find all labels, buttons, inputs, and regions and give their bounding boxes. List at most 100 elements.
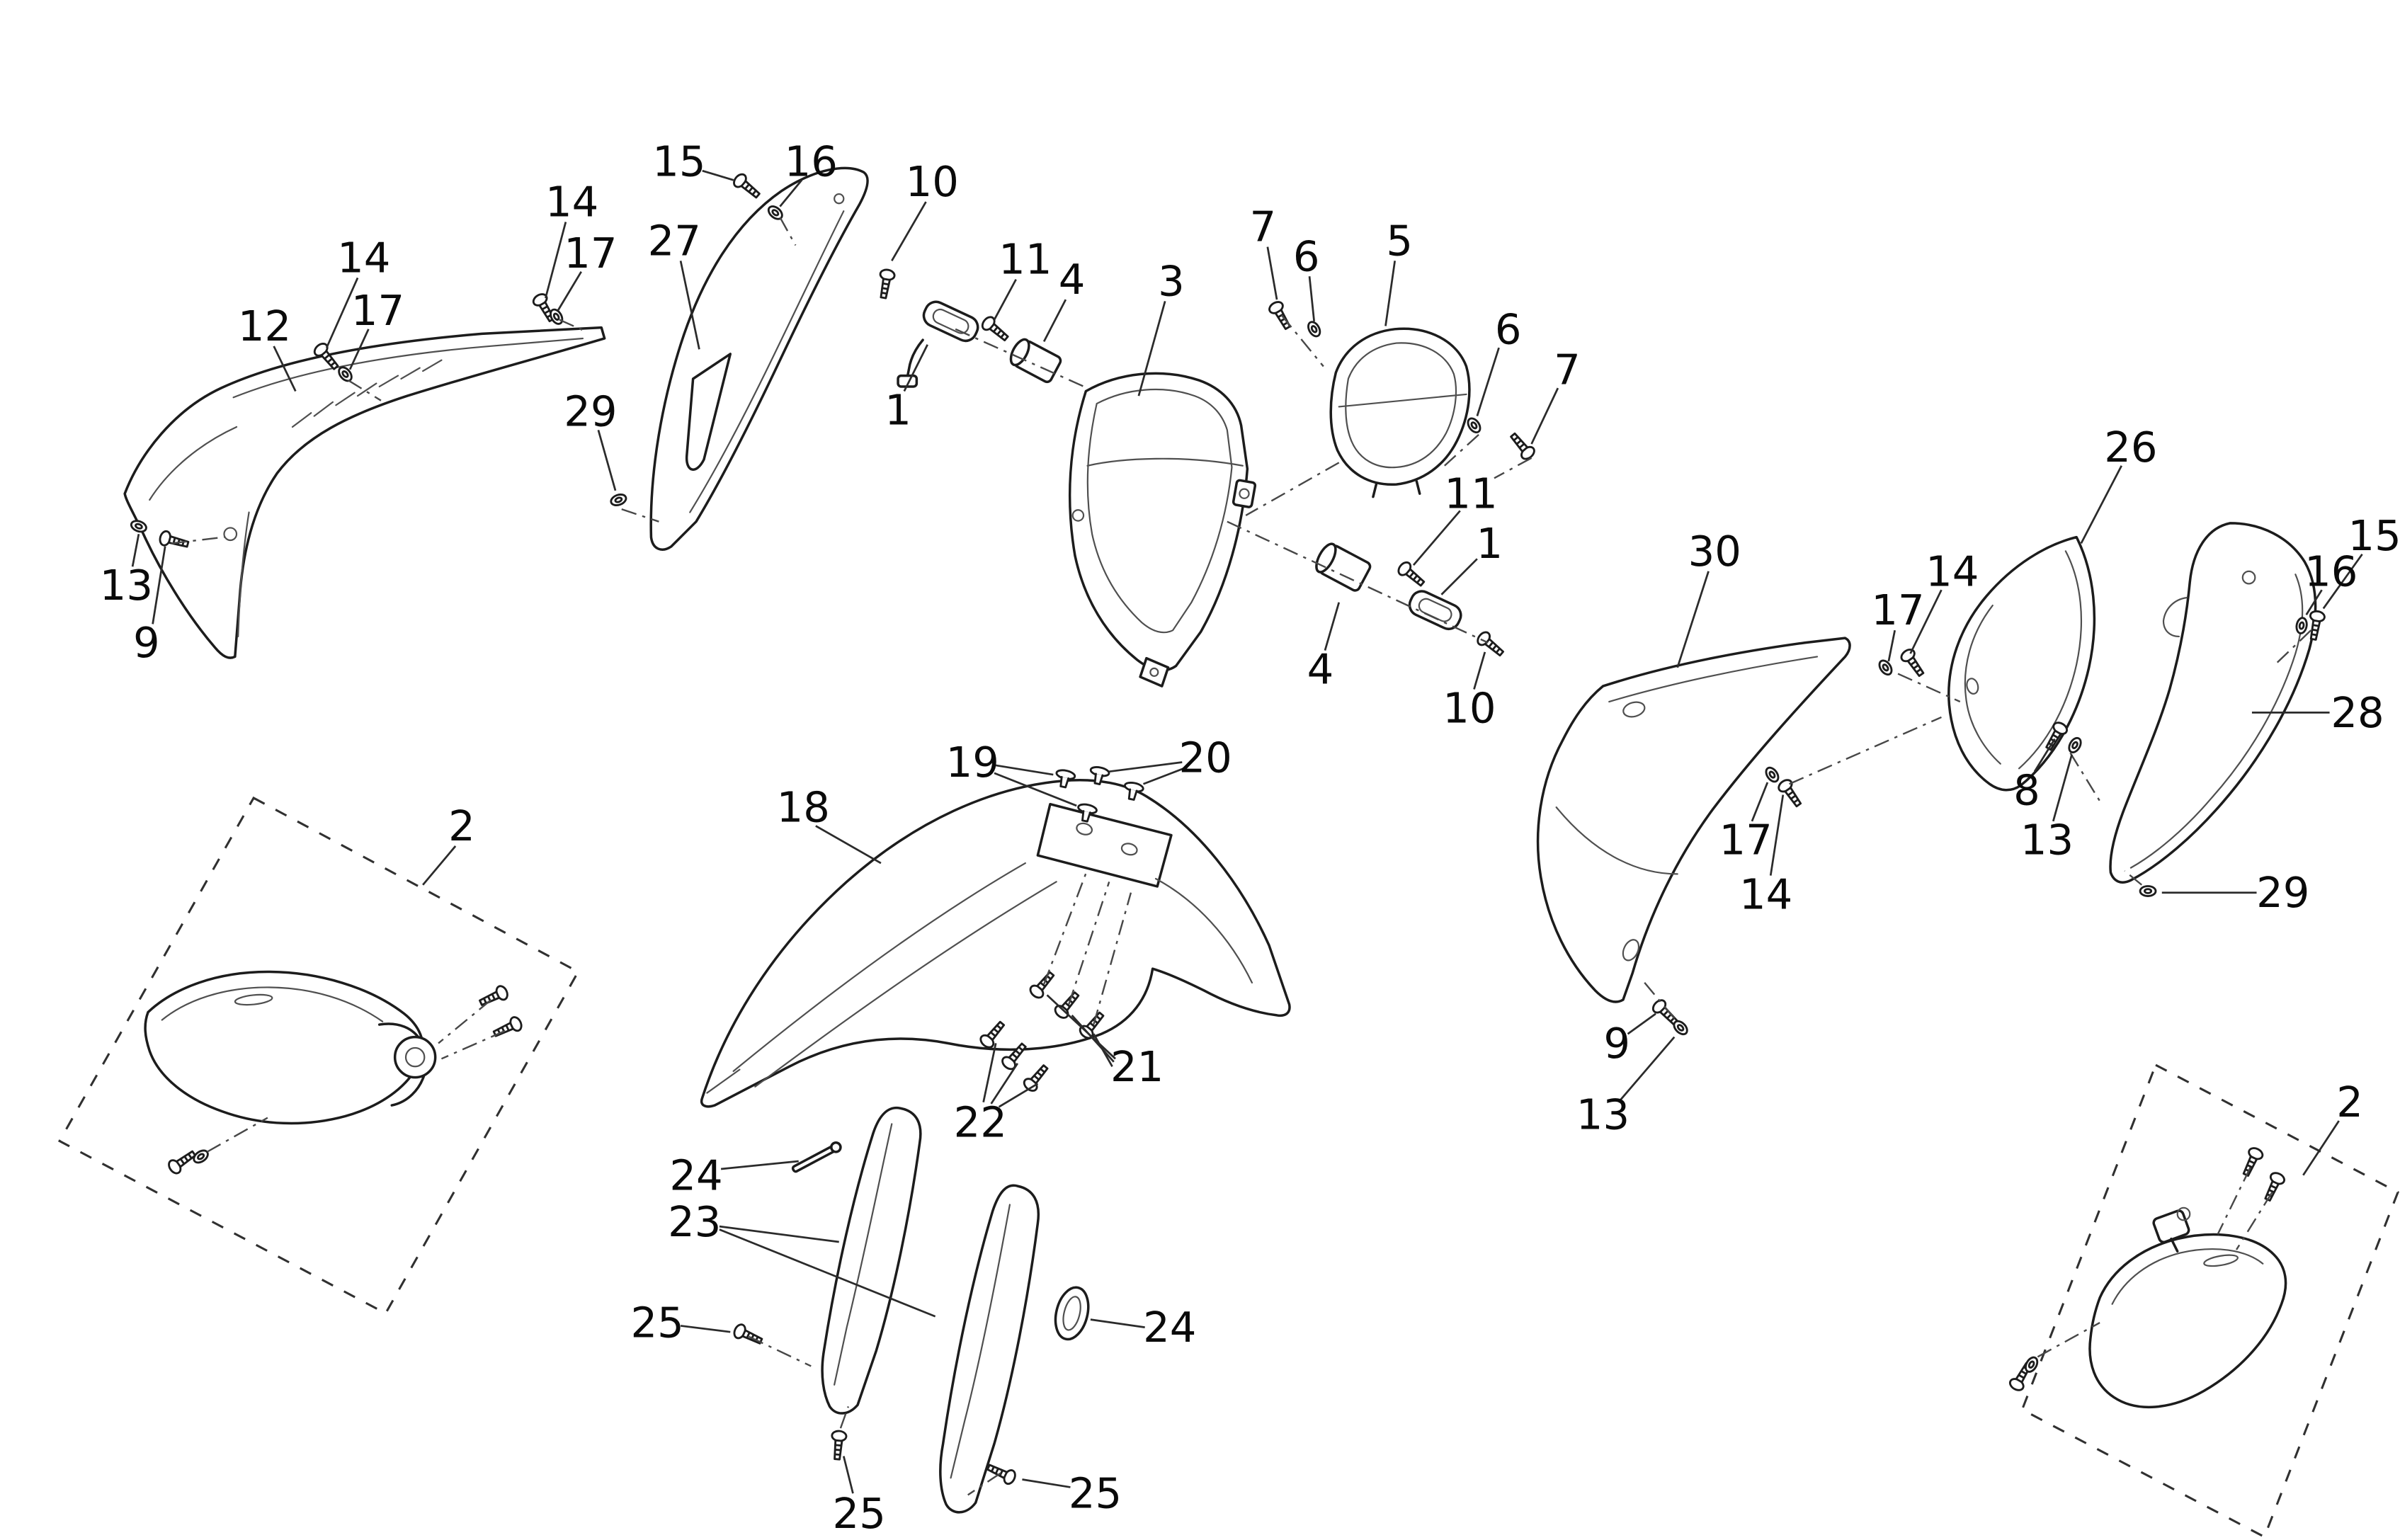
callout-label-3: 3 <box>1158 256 1185 305</box>
callout-leader-line <box>422 845 457 886</box>
washer-icon <box>2139 885 2157 897</box>
callout-leader-line <box>1473 651 1486 690</box>
callout-leader-line <box>1412 510 1461 566</box>
callout-leader-line <box>152 546 166 624</box>
callout-label-14: 14 <box>1739 869 1792 918</box>
part-side-panel-26 <box>1876 535 2101 802</box>
screw-icon <box>490 1014 525 1042</box>
spacer-cylinder <box>1009 338 1062 384</box>
screw-icon <box>2260 1170 2287 1204</box>
callout-leader-line <box>1266 246 1278 300</box>
callout-leader-line <box>1769 794 1785 876</box>
callout-label-29: 29 <box>564 387 617 436</box>
callout-label-13: 13 <box>100 561 153 610</box>
screw-icon <box>1474 629 1508 661</box>
callout-leader-line <box>2033 738 2056 772</box>
callout-leader-line <box>2305 589 2323 615</box>
screw-icon <box>165 1146 199 1177</box>
callout-leader-line <box>597 429 617 491</box>
callout-label-15: 15 <box>2348 511 2400 560</box>
handguard-kit-box <box>2020 1063 2399 1539</box>
callout-leader-line <box>348 329 370 370</box>
callout-leader-line <box>815 825 882 865</box>
callout-label-14: 14 <box>1926 547 1979 595</box>
washer-icon <box>1465 415 1484 436</box>
callout-label-10: 10 <box>1443 683 1496 732</box>
callout-leader-line <box>993 279 1017 321</box>
callout-label-2: 2 <box>2336 1078 2363 1127</box>
callout-label-6: 6 <box>1293 232 1320 280</box>
callout-label-13: 13 <box>2020 816 2074 865</box>
callout-label-26: 26 <box>2104 423 2157 472</box>
callout-label-4: 4 <box>1307 644 1334 693</box>
callout-leader-line <box>1476 347 1500 417</box>
callout-label-4: 4 <box>1059 255 1086 304</box>
callout-leader-line <box>1887 629 1896 662</box>
callout-leader-line <box>131 533 140 567</box>
callout-leader-line <box>1042 299 1067 342</box>
callout-label-17: 17 <box>1871 586 1924 634</box>
callout-label-24: 24 <box>1143 1303 1196 1352</box>
callout-leader-line <box>719 1225 839 1243</box>
callout-label-15: 15 <box>652 137 705 186</box>
part-fork-guards <box>731 1106 1090 1514</box>
washer-icon <box>608 491 629 508</box>
callout-leader-line <box>1142 768 1184 785</box>
callout-label-28: 28 <box>2331 688 2384 737</box>
callout-label-12: 12 <box>238 302 291 350</box>
part-turn-signal-left <box>875 268 1088 389</box>
callout-leader-line <box>1308 276 1316 321</box>
callout-label-1: 1 <box>885 385 911 434</box>
fender-pin <box>791 1141 842 1173</box>
callout-leader-lines <box>131 169 2363 1494</box>
callout-label-13: 13 <box>1576 1090 1630 1139</box>
callout-label-27: 27 <box>648 216 701 265</box>
callout-leader-line <box>325 277 359 348</box>
callout-label-21: 21 <box>1110 1042 1164 1091</box>
spacer-cylinder <box>1315 542 1372 592</box>
washer-icon <box>1762 764 1782 785</box>
screw-icon <box>1020 1061 1052 1095</box>
callout-label-8: 8 <box>2013 766 2040 815</box>
callout-label-10: 10 <box>906 157 959 206</box>
washer-icon <box>547 306 566 327</box>
callout-leader-line <box>1530 387 1559 445</box>
shroud-vent-slots <box>291 359 443 428</box>
part-handguard-kit-left <box>57 796 580 1315</box>
callout-leader-line <box>702 169 734 181</box>
callout-label-14: 14 <box>545 178 598 227</box>
callout-label-18: 18 <box>777 783 830 832</box>
part-handguard-kit-right <box>2007 1063 2399 1539</box>
callout-label-30: 30 <box>1688 527 1741 576</box>
callout-leader-line <box>903 344 928 392</box>
part-radiator-shroud-left <box>123 290 606 659</box>
callout-leader-line <box>1627 1013 1656 1035</box>
callout-leader-line <box>842 1456 854 1494</box>
washer-icon <box>2066 734 2084 755</box>
callout-leader-line <box>779 179 803 207</box>
screw-icon <box>477 983 511 1010</box>
callout-label-6: 6 <box>1495 304 1522 353</box>
washer-icon <box>1876 657 1895 678</box>
screw-icon <box>984 1459 1018 1487</box>
part-side-panel-right <box>1536 637 1942 1038</box>
callout-leader-line <box>994 772 1077 807</box>
washer-icon <box>190 1146 212 1166</box>
callout-leader-line <box>2322 553 2363 610</box>
screw-icon <box>1395 559 1428 591</box>
washer-icon <box>1304 319 1324 340</box>
turn-signal-body <box>1408 590 1462 631</box>
callout-leader-line <box>1022 1478 1071 1488</box>
callout-leader-line <box>1137 300 1166 397</box>
screw-icon <box>1898 646 1928 680</box>
part-fork-shroud <box>608 166 869 551</box>
callout-leader-line <box>1093 1033 1113 1067</box>
part-headlight-mask <box>1068 372 1257 688</box>
callout-leader-line <box>2052 754 2073 822</box>
callout-label-17: 17 <box>1719 816 1773 865</box>
callout-label-25: 25 <box>833 1489 886 1538</box>
callout-leader-line <box>995 764 1054 776</box>
callout-leader-line <box>557 270 582 312</box>
callout-label-20: 20 <box>1179 733 1232 782</box>
